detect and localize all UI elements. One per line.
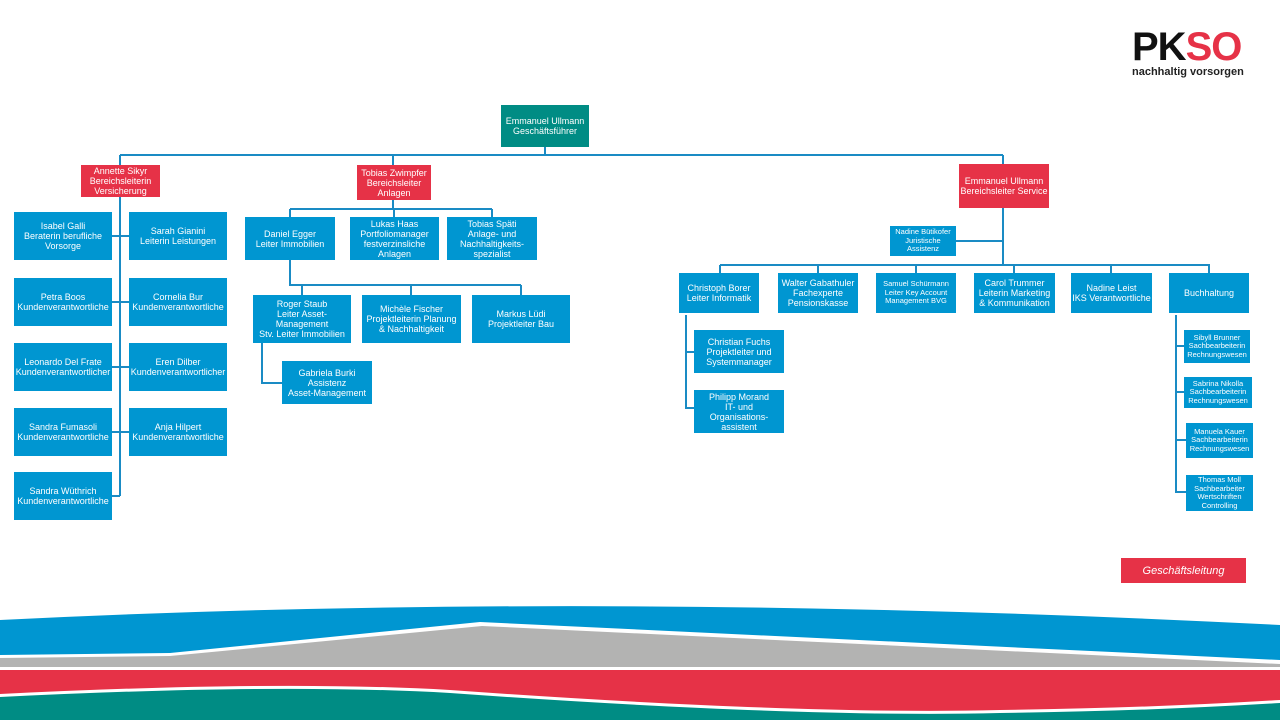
org-box: Tobias Späti Anlage- und Nachhaltigkeits… (447, 217, 537, 260)
org-box-head-anlagen: Tobias Zwimpfer Bereichsleiter Anlagen (357, 165, 431, 200)
org-box-ceo: Emmanuel Ullmann Geschäftsführer (501, 105, 589, 147)
org-box: Eren Dilber Kundenverantwortlicher (129, 343, 227, 391)
org-box: Christoph Borer Leiter Informatik (679, 273, 759, 313)
org-box: Thomas Moll Sachbearbeiter Wertschriften… (1186, 475, 1253, 511)
legend-geschaeftsleitung: Geschäftsleitung (1121, 558, 1246, 583)
org-box: Lukas Haas Portfoliomanager festverzinsl… (350, 217, 439, 260)
org-box: Markus Lüdi Projektleiter Bau (472, 295, 570, 343)
org-box: Nadine Leist IKS Verantwortliche (1071, 273, 1152, 313)
pkso-logo: PKSO nachhaltig vorsorgen (1132, 25, 1244, 78)
org-box: Christian Fuchs Projektleiter und System… (694, 330, 784, 373)
org-box: Roger Staub Leiter Asset- Management Stv… (253, 295, 351, 343)
org-box: Sabrina Nikolla Sachbearbeiterin Rechnun… (1184, 377, 1252, 408)
org-box: Petra Boos Kundenverantwortliche (14, 278, 112, 326)
org-box: Leonardo Del Frate Kundenverantwortliche… (14, 343, 112, 391)
org-box: Sarah Gianini Leiterin Leistungen (129, 212, 227, 260)
org-box-head-service: Emmanuel Ullmann Bereichsleiter Service (959, 164, 1049, 208)
logo-tagline: nachhaltig vorsorgen (1132, 66, 1244, 78)
org-box: Sibyll Brunner Sachbearbeiterin Rechnung… (1184, 330, 1250, 363)
org-box: Isabel Galli Beraterin berufliche Vorsor… (14, 212, 112, 260)
connector-lines (112, 147, 1210, 497)
logo-so: SO (1185, 25, 1243, 69)
org-box: Samuel Schürmann Leiter Key Account Mana… (876, 273, 956, 313)
org-box: Gabriela Burki Assistenz Asset-Managemen… (282, 361, 372, 404)
org-box: Cornelia Bur Kundenverantwortliche (129, 278, 227, 326)
org-box: Sandra Fumasoli Kundenverantwortliche (14, 408, 112, 456)
org-box: Manuela Kauer Sachbearbeiterin Rechnungs… (1186, 423, 1253, 458)
org-box: Walter Gabathuler Fachexperte Pensionska… (778, 273, 858, 313)
org-box: Michèle Fischer Projektleiterin Planung … (362, 295, 461, 343)
org-box-head-versicherung: Annette Sikyr Bereichsleiterin Versicher… (81, 165, 160, 197)
org-box: Sandra Wüthrich Kundenverantwortliche (14, 472, 112, 520)
org-box: Anja Hilpert Kundenverantwortliche (129, 408, 227, 456)
org-box: Nadine Bütikofer Juristische Assistenz (890, 226, 956, 256)
org-box: Buchhaltung (1169, 273, 1249, 313)
org-box: Daniel Egger Leiter Immobilien (245, 217, 335, 260)
decorative-waves (0, 606, 1280, 720)
logo-pk: PK (1132, 25, 1187, 69)
org-box: Carol Trummer Leiterin Marketing & Kommu… (974, 273, 1055, 313)
org-box: Philipp Morand IT- und Organisations- as… (694, 390, 784, 433)
